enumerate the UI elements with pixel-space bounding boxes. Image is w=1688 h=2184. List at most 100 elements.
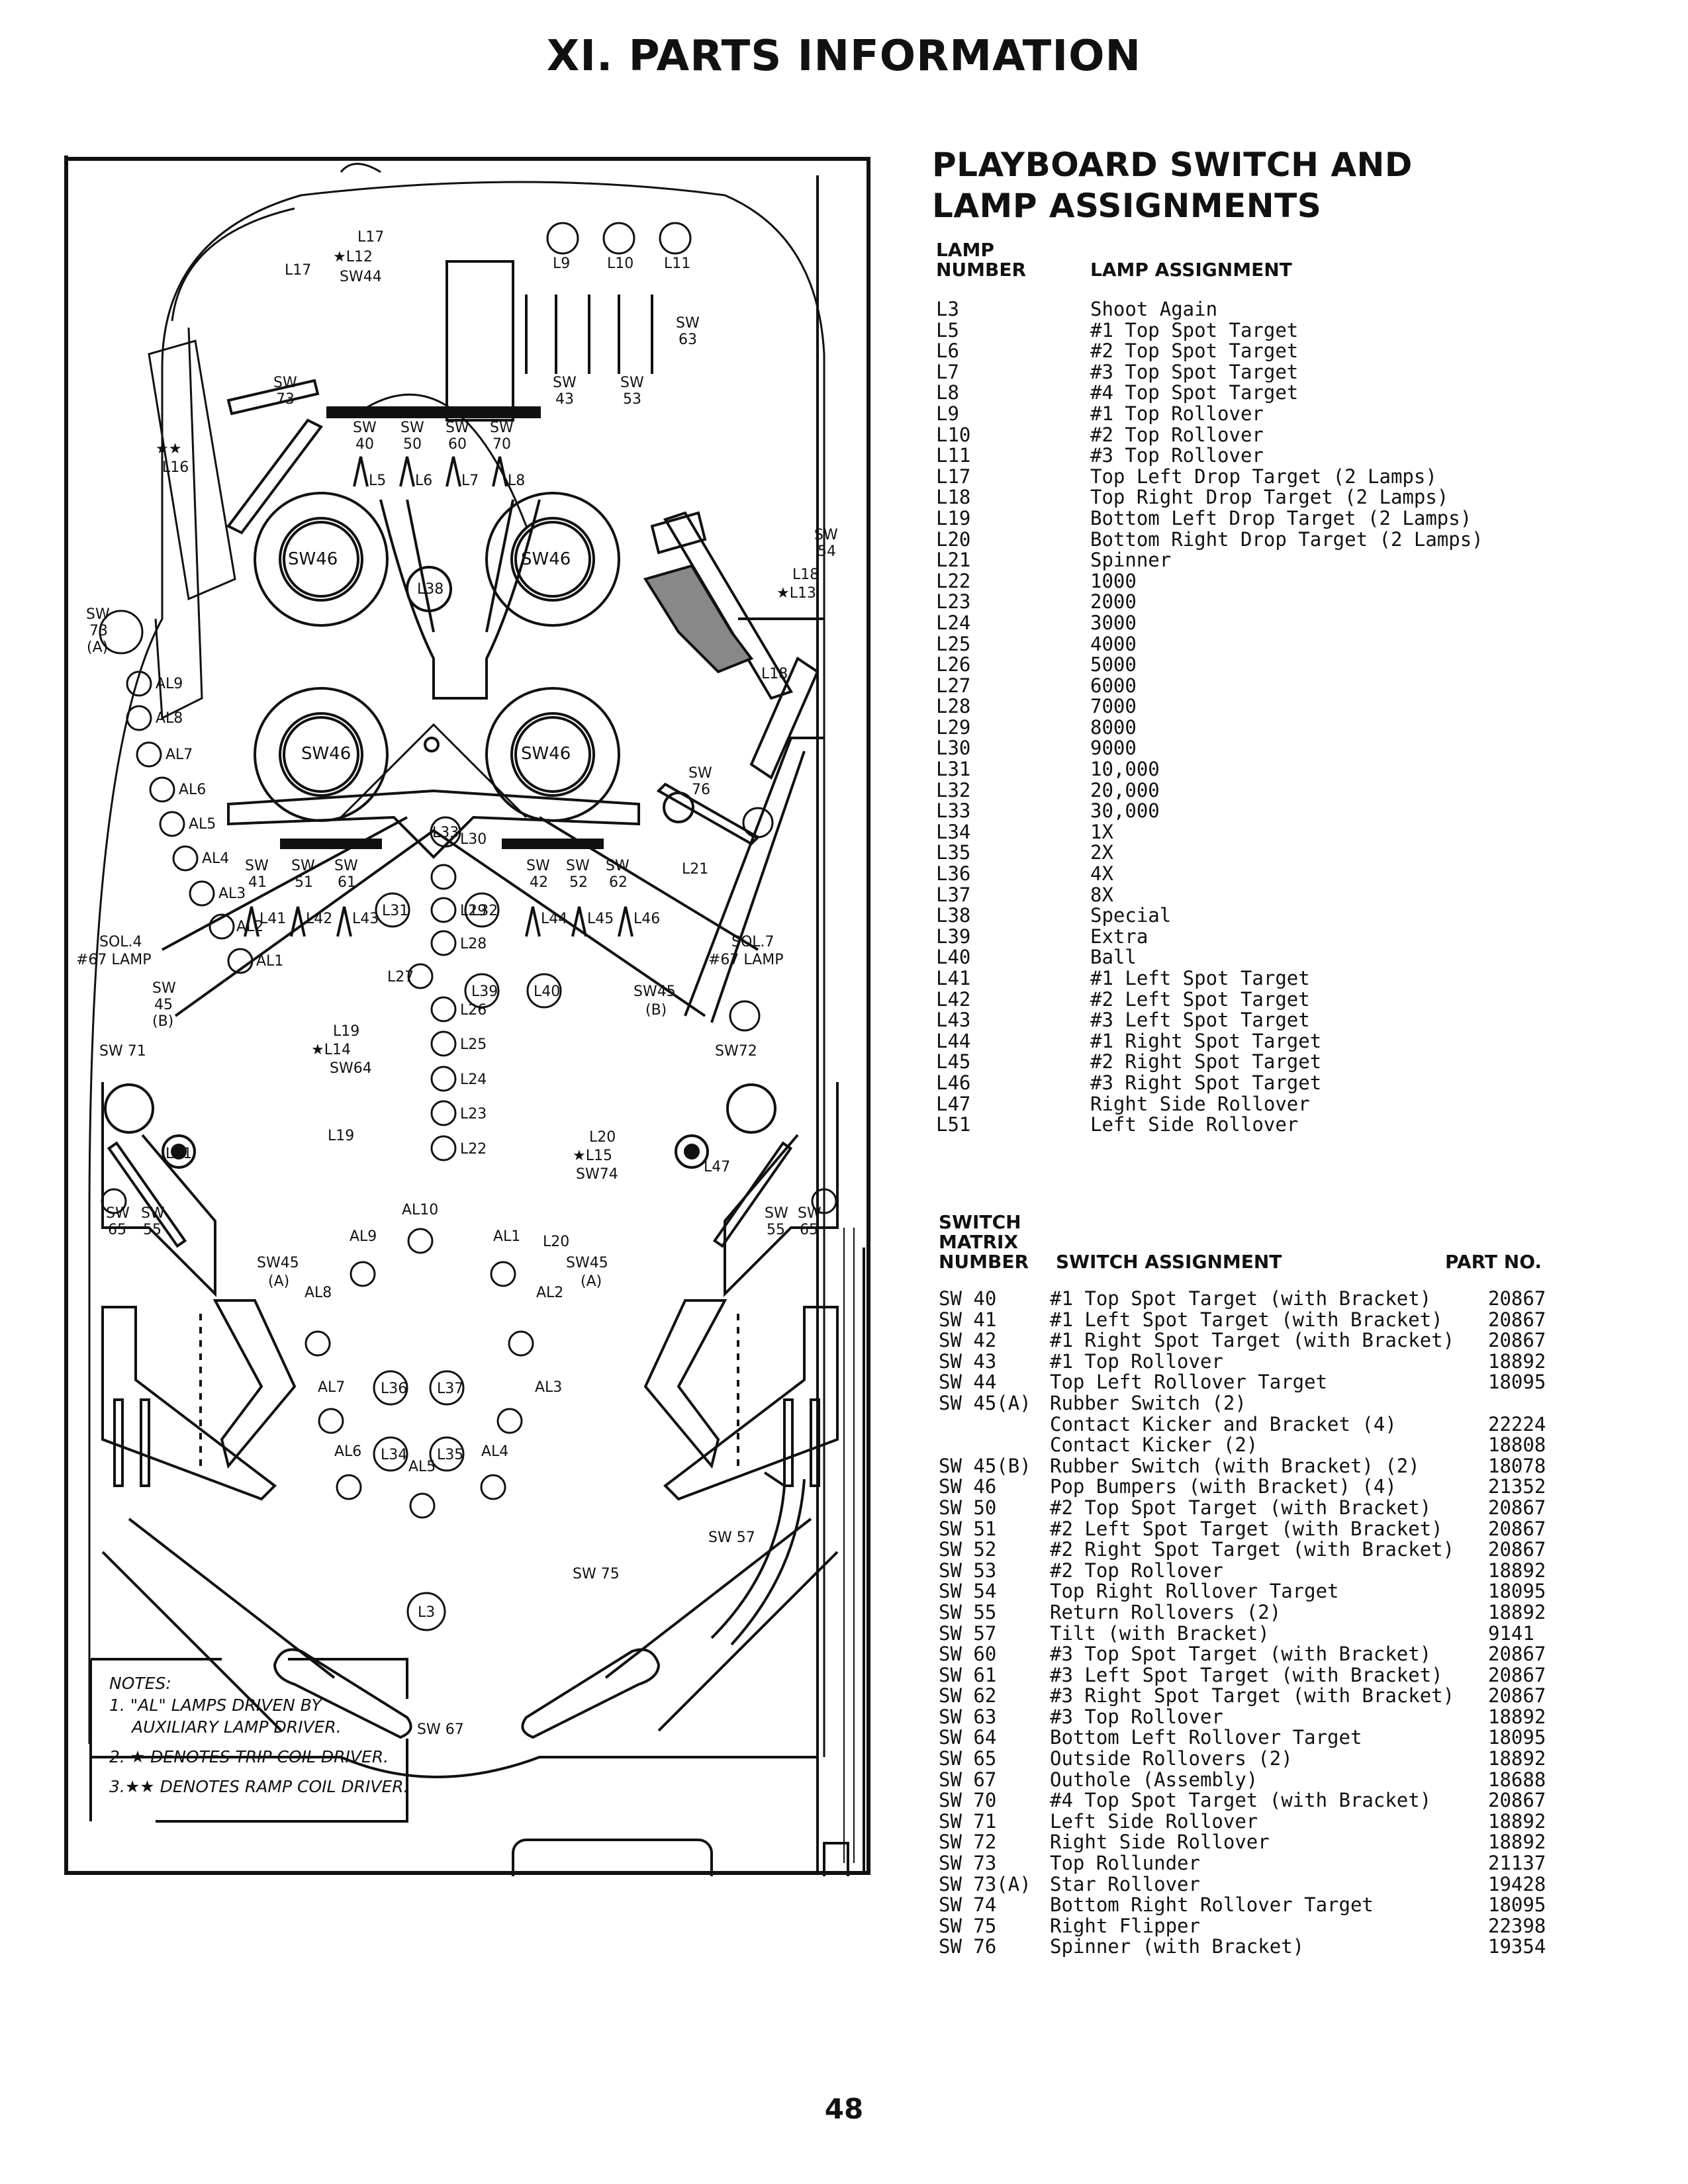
label-l32: L32 xyxy=(471,903,498,919)
label-l21: L21 xyxy=(682,861,708,878)
switch-assignment: #2 Top Rollover xyxy=(1050,1559,1223,1582)
lamp-number: L34 xyxy=(936,820,971,843)
label-sw43: SW xyxy=(553,375,577,391)
switch-row: SW 51#2 Left Spot Target (with Bracket)2… xyxy=(939,1518,1561,1540)
switch-part: 20867 xyxy=(1488,1308,1546,1331)
lamp-assignment: 3000 xyxy=(1090,611,1137,634)
switch-part: 21137 xyxy=(1488,1852,1546,1875)
lamp-number: L7 xyxy=(936,360,959,383)
lamp-number: L31 xyxy=(936,758,971,781)
label-al7b: AL7 xyxy=(318,1379,345,1396)
label-al4: AL4 xyxy=(202,850,229,867)
lamp-assignment: Top Left Drop Target (2 Lamps) xyxy=(1090,465,1437,488)
label-l8: L8 xyxy=(508,473,525,489)
lamp-assignment: #1 Top Spot Target xyxy=(1090,318,1299,341)
label-l15: ★L15 xyxy=(573,1148,612,1164)
switch-part: 9141 xyxy=(1488,1621,1534,1645)
label-sw63: SW xyxy=(676,315,700,332)
label-sw50: SW xyxy=(400,420,424,436)
label-l23: L23 xyxy=(460,1106,487,1122)
switch-number: SW 54 xyxy=(939,1580,997,1603)
label-sw44: SW44 xyxy=(340,269,382,285)
notes-line3: 3.★★ DENOTES RAMP COIL DRIVER. xyxy=(109,1777,409,1796)
lamp-number: L36 xyxy=(936,862,971,886)
switch-part: 18808 xyxy=(1488,1433,1546,1457)
lamp-assignment: 1000 xyxy=(1090,569,1137,592)
lamp-number: L22 xyxy=(936,569,971,592)
label-al5b: AL5 xyxy=(408,1459,436,1475)
switch-part: 20867 xyxy=(1488,1643,1546,1666)
lamp-assignment: #3 Left Spot Target xyxy=(1090,1009,1310,1032)
switch-number-header: SWITCH MATRIX NUMBER xyxy=(939,1212,1029,1272)
switch-number: SW 46 xyxy=(939,1475,997,1498)
label-l39: L39 xyxy=(471,983,498,1000)
lamp-number: L27 xyxy=(936,674,971,697)
label-l11: L11 xyxy=(664,255,690,272)
switch-assignment: Bottom Right Rollover Target xyxy=(1050,1893,1374,1917)
lamp-number: L30 xyxy=(936,737,971,760)
switch-part: 18095 xyxy=(1488,1726,1546,1749)
label-sw60n: 60 xyxy=(448,436,467,453)
switch-number: SW 72 xyxy=(939,1831,997,1854)
switch-number: SW 70 xyxy=(939,1789,997,1812)
label-l27: L27 xyxy=(387,969,414,985)
switch-assignment: #3 Left Spot Target (with Bracket) xyxy=(1050,1663,1443,1686)
switch-number: SW 60 xyxy=(939,1643,997,1666)
notes-line2: 2. ★ DENOTES TRIP COIL DRIVER. xyxy=(109,1747,389,1766)
label-al8: AL8 xyxy=(156,710,183,727)
switch-number: SW 71 xyxy=(939,1809,997,1833)
lamp-number-header: LAMP NUMBER xyxy=(936,240,1026,280)
switch-assignment: Return Rollovers (2) xyxy=(1050,1600,1282,1623)
label-al2: AL2 xyxy=(236,919,263,935)
label-l19b: L19 xyxy=(328,1128,354,1144)
notes-text: NOTES: 1. "AL" LAMPS DRIVEN BY AUXILIARY… xyxy=(109,1672,409,1797)
label-sw65rn: 65 xyxy=(800,1222,818,1238)
label-al3b: AL3 xyxy=(535,1379,562,1396)
switch-number: SW 62 xyxy=(939,1684,997,1707)
lamp-number-header-line1: LAMP xyxy=(936,239,994,261)
switch-part: 18095 xyxy=(1488,1580,1546,1603)
label-al6b: AL6 xyxy=(334,1443,361,1460)
label-sw62: SW xyxy=(606,858,630,874)
label-al2b: AL2 xyxy=(536,1285,563,1301)
label-sw70n: 70 xyxy=(492,436,511,453)
label-sw41n: 41 xyxy=(248,874,267,891)
lamp-row: L22 1000 xyxy=(936,569,1483,592)
switch-number: SW 45(B) xyxy=(939,1454,1031,1477)
lamp-number: L40 xyxy=(936,946,971,969)
label-sw52: SW xyxy=(566,858,590,874)
switch-part xyxy=(1488,1393,1561,1414)
lamp-row: L11#3 Top Rollover xyxy=(936,445,1483,467)
label-al6: AL6 xyxy=(179,782,206,798)
label-sw55ln: 55 xyxy=(143,1222,162,1238)
switch-number: SW 61 xyxy=(939,1663,997,1686)
lamp-row: L44#1 Right Spot Target xyxy=(936,1030,1483,1052)
lamp-assignment: #1 Top Rollover xyxy=(1090,402,1264,425)
lamp-row: L6#2 Top Spot Target xyxy=(936,341,1483,362)
switch-assignment: Rubber Switch (with Bracket) (2) xyxy=(1050,1454,1420,1477)
label-sw40: SW xyxy=(353,420,377,436)
switch-part: 18078 xyxy=(1488,1454,1546,1477)
switch-assignment: #1 Left Spot Target (with Bracket) xyxy=(1050,1308,1443,1331)
lamp-assignment: #2 Top Spot Target xyxy=(1090,340,1299,363)
label-al1b: AL1 xyxy=(493,1228,520,1245)
label-sw55l: SW xyxy=(141,1205,165,1222)
